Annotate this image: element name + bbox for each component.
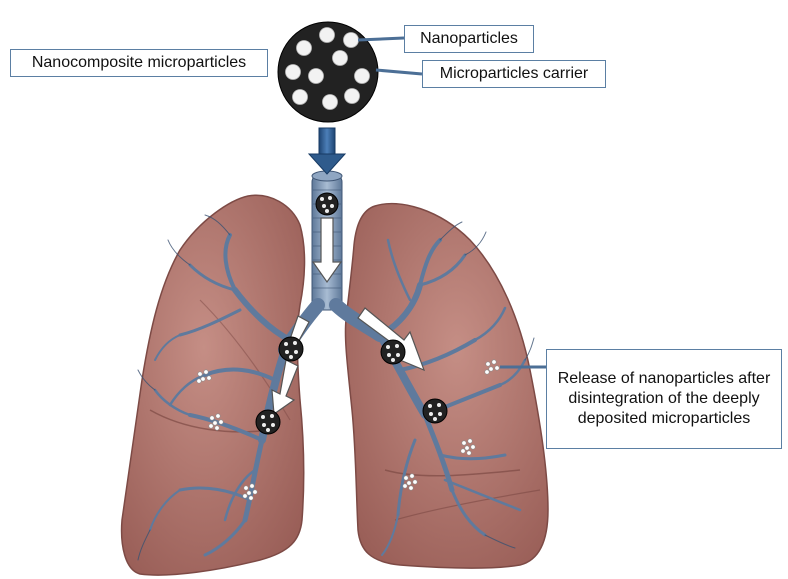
release-nanoparticles-label: Release of nanoparticles after disintegr… (546, 349, 782, 449)
microparticle-left-lower (256, 410, 280, 434)
nanoparticles-label: Nanoparticles (404, 25, 534, 53)
right-lung (345, 204, 548, 568)
nanocomposite-microparticles-label: Nanocomposite microparticles (10, 49, 268, 77)
microparticle-large (278, 22, 378, 122)
microparticle-left-upper (279, 337, 303, 361)
inhalation-arrow (309, 128, 345, 174)
microparticles-carrier-label: Microparticles carrier (422, 60, 606, 88)
microparticle-right-upper (381, 340, 405, 364)
microparticle-trachea (316, 193, 338, 215)
microparticle-right-lower (423, 399, 447, 423)
